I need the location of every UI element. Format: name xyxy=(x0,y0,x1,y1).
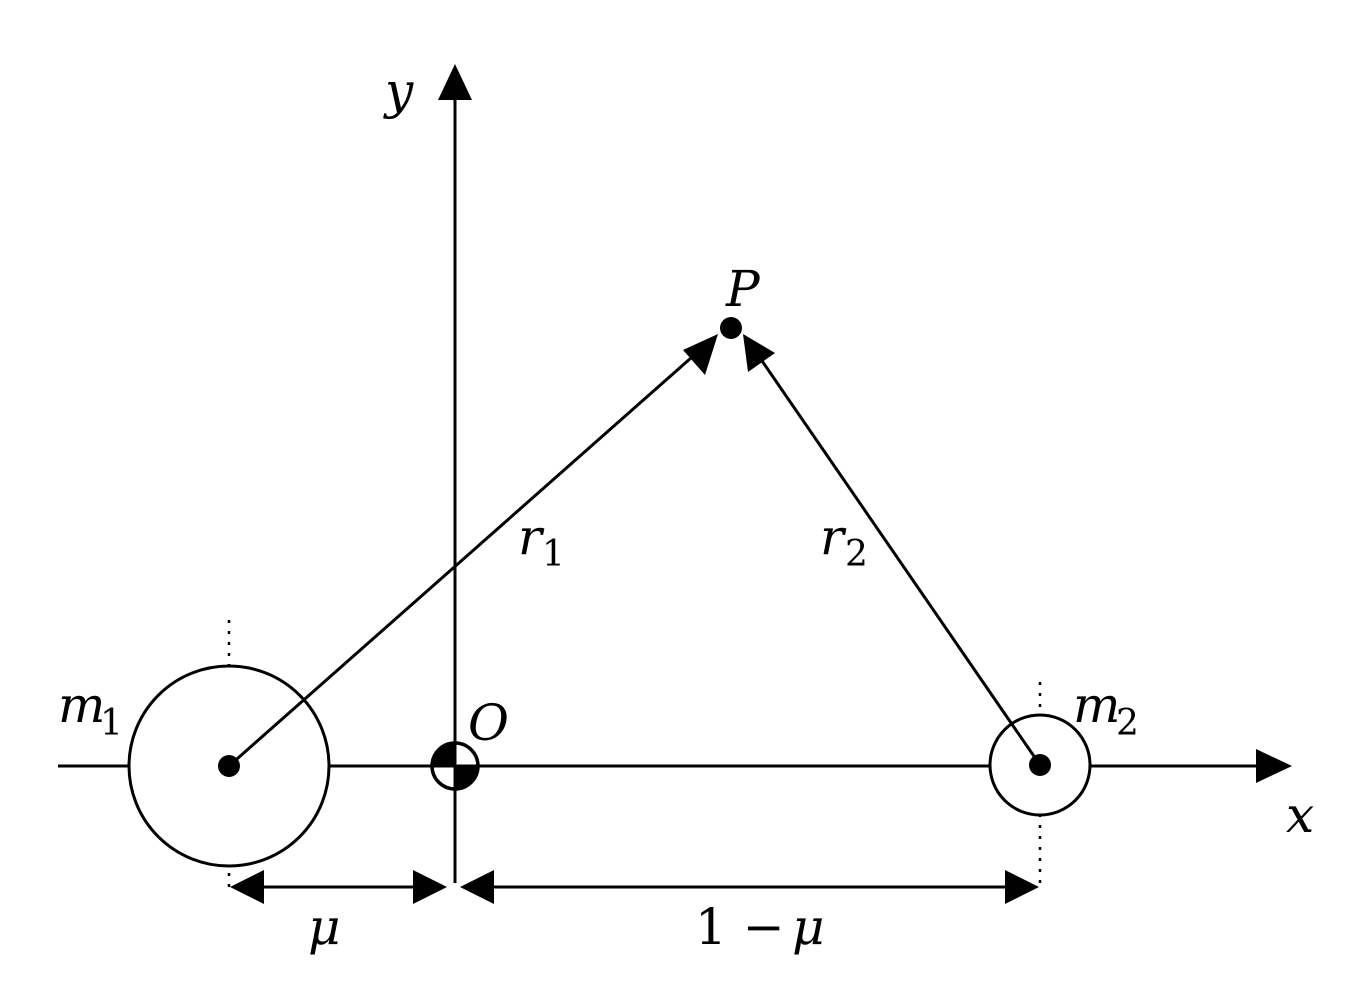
y-axis-arrowhead xyxy=(438,64,472,100)
r2-label: r 2 xyxy=(820,508,868,575)
svg-text:1: 1 xyxy=(100,703,123,744)
x-axis-label: x xyxy=(1286,786,1314,844)
r2-vector xyxy=(743,334,1042,766)
x-axis-arrowhead xyxy=(1256,749,1292,783)
barycenter-symbol xyxy=(430,741,480,791)
mu-dimension xyxy=(230,870,447,904)
svg-text:m: m xyxy=(1073,676,1120,734)
one-minus-mu-dimension xyxy=(460,870,1039,904)
mass1-label: m 1 xyxy=(58,676,123,744)
mass2-label: m 2 xyxy=(1073,676,1139,744)
r1-vector xyxy=(228,334,718,768)
origin-label: O xyxy=(468,694,509,752)
mu-label: μ xyxy=(308,898,341,956)
svg-text:2: 2 xyxy=(1116,703,1139,744)
one-minus-mu-label: 1 − μ xyxy=(695,898,825,956)
point-p-label: P xyxy=(725,260,761,318)
r2-arrowhead xyxy=(743,334,775,372)
svg-text:r: r xyxy=(518,508,545,566)
point-p-dot xyxy=(720,317,742,339)
svg-text:2: 2 xyxy=(845,534,868,575)
svg-text:r: r xyxy=(820,508,847,566)
svg-text:m: m xyxy=(58,676,105,734)
svg-text:μ: μ xyxy=(792,898,825,956)
svg-text:1: 1 xyxy=(542,534,565,575)
svg-text:1 −: 1 − xyxy=(695,898,801,956)
r1-label: r 1 xyxy=(518,508,565,575)
r1-arrowhead xyxy=(683,334,718,375)
y-axis-label: y xyxy=(383,62,414,120)
